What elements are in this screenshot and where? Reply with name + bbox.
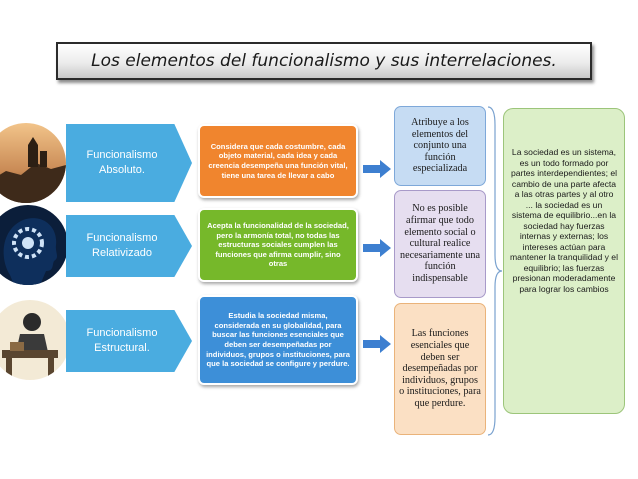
note-funcion-indispensable: No es posible afirmar que todo elemento …: [394, 190, 486, 298]
head-with-gears-icon: [0, 205, 68, 285]
description-box-relativizado: Acepta la funcionalidad de la sociedad, …: [198, 208, 358, 282]
note-funcion-especializada: Atribuye a los elementos del conjunto un…: [394, 106, 486, 186]
description-box-absoluto: Considera que cada costumbre, cada objet…: [198, 124, 358, 198]
worker-at-desk-icon: [0, 300, 70, 380]
castle-landscape-icon: [0, 123, 66, 203]
summary-box: La sociedad es un sistema, es un todo fo…: [503, 108, 625, 414]
arrow-right-icon: [363, 335, 391, 353]
note-funciones-esenciales: Las funciones esenciales que deben ser d…: [394, 303, 486, 435]
description-box-estructural: Estudia la sociedad misma, considerada e…: [198, 295, 358, 385]
arrow-right-icon: [363, 239, 391, 257]
brace-connector: [487, 106, 503, 436]
page-title: Los elementos del funcionalismo y sus in…: [56, 42, 592, 80]
arrow-right-icon: [363, 160, 391, 178]
